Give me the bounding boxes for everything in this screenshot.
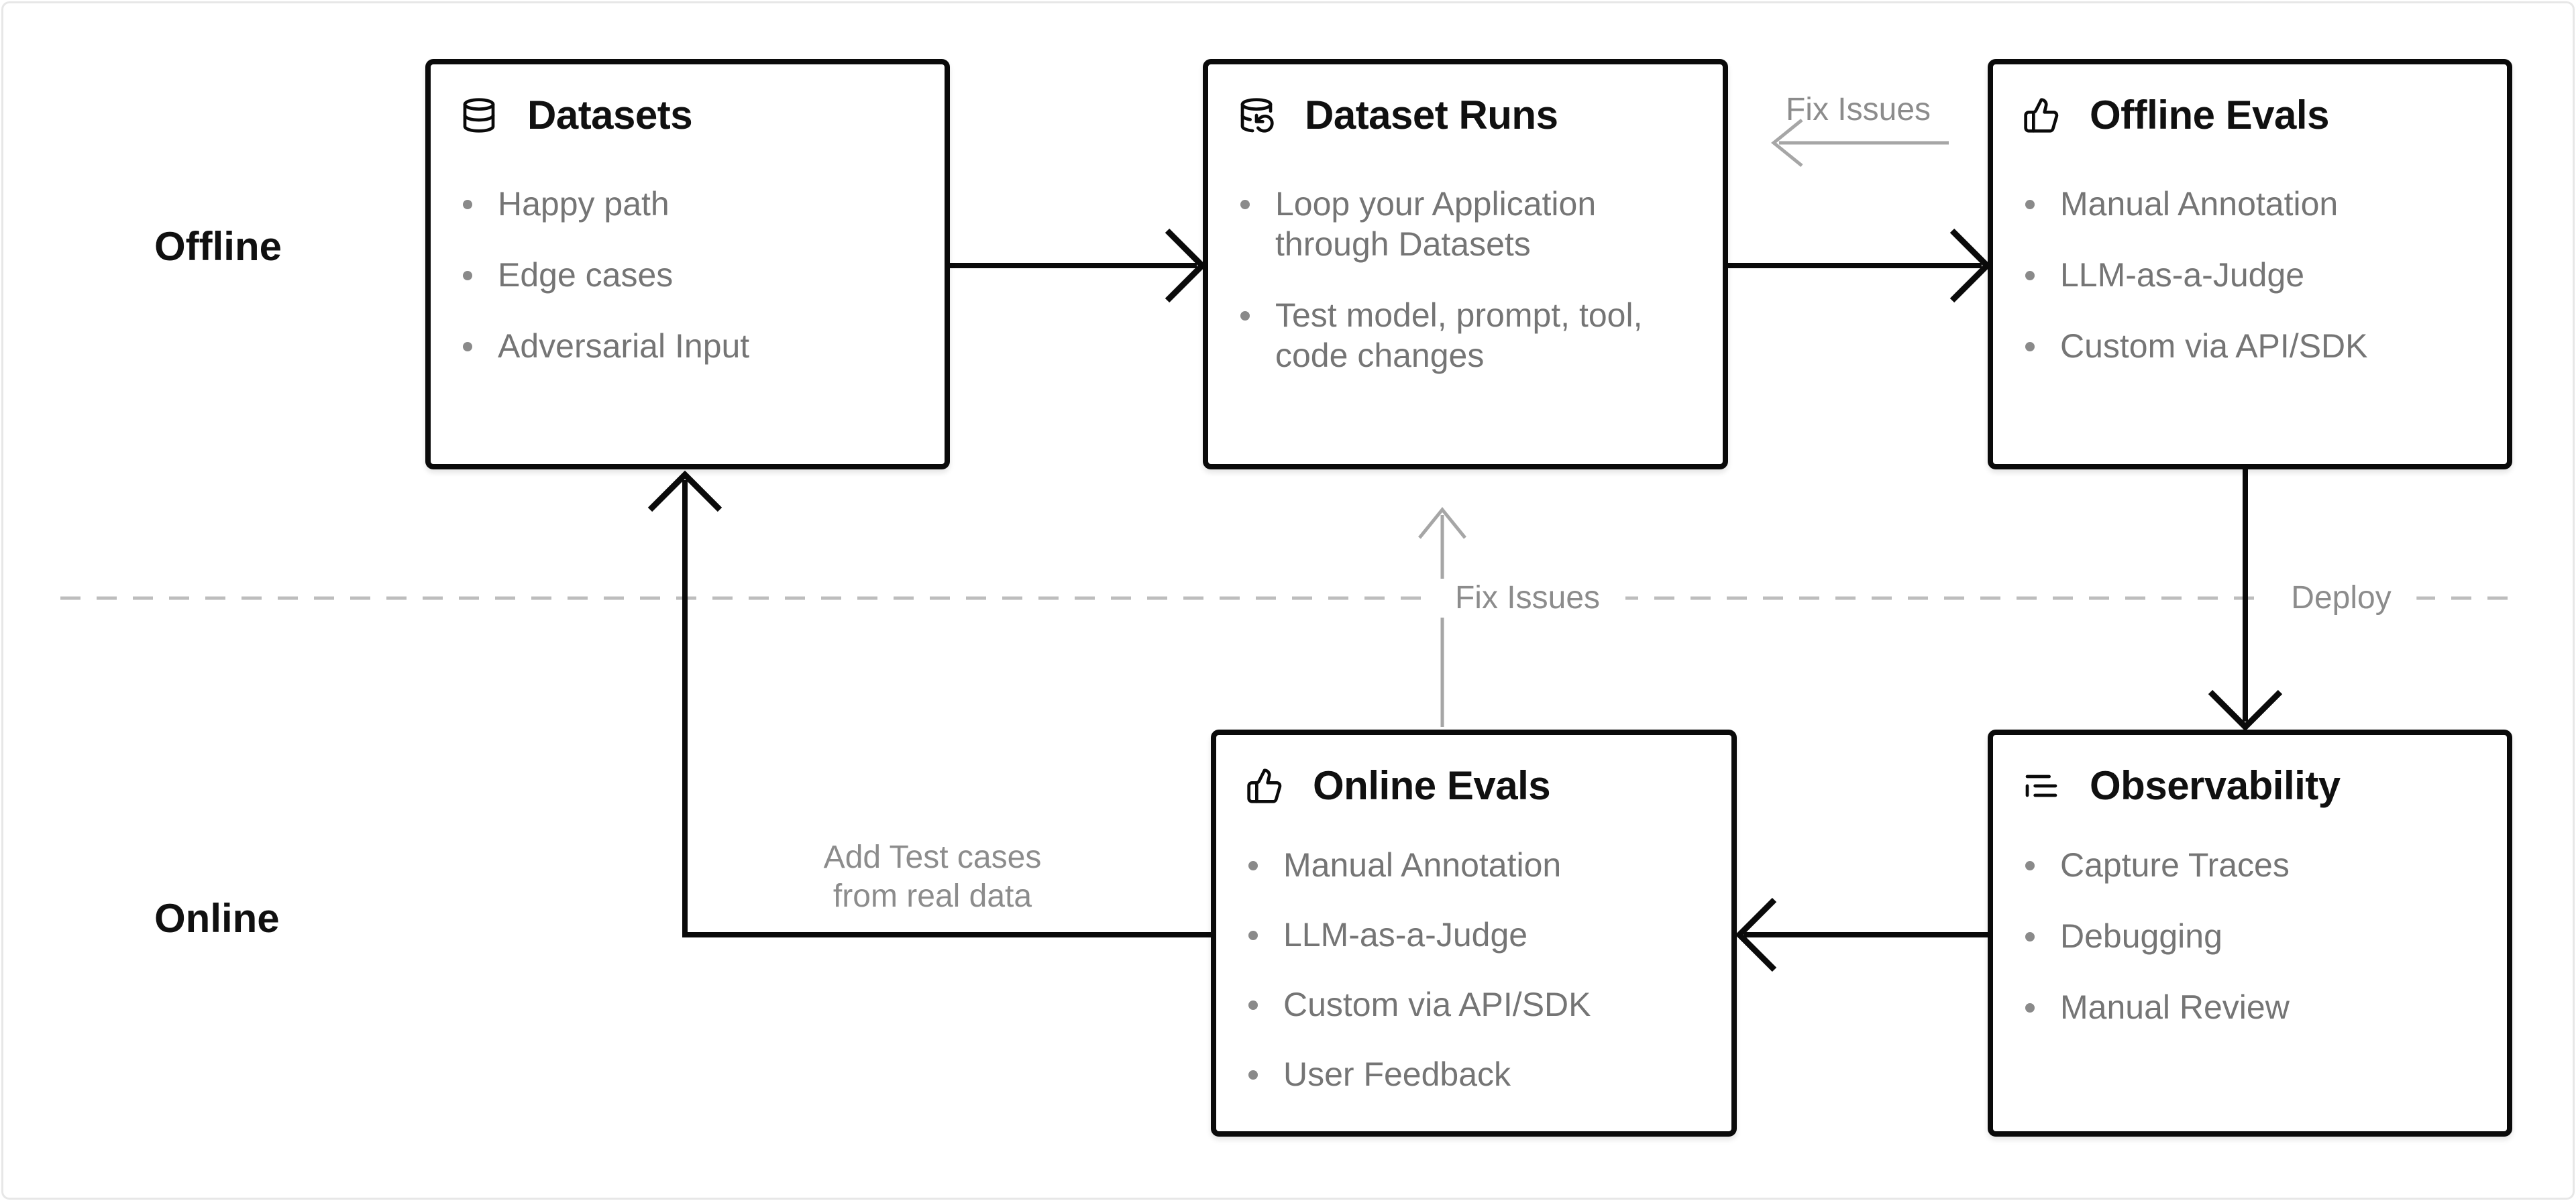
arrowhead-right-icon	[1165, 228, 1207, 303]
add-test-cases-line1: Add Test cases	[823, 840, 1042, 875]
list-item: Happy path	[431, 184, 918, 224]
list-item: Custom via API/SDK	[1216, 984, 1705, 1025]
dataset-runs-header: Dataset Runs	[1238, 94, 1723, 137]
arrowhead-left-icon	[1735, 897, 1777, 972]
arrowhead-up-icon	[1418, 507, 1466, 539]
arrowhead-up-icon	[647, 470, 722, 512]
datasets-box: Datasets Happy path Edge cases Adversari…	[425, 59, 950, 469]
database-backup-icon	[1240, 98, 1274, 133]
arrow-online-evals-to-datasets	[682, 480, 1211, 937]
arrowhead-left-icon	[1771, 119, 1803, 167]
datasets-title: Datasets	[527, 93, 693, 137]
list-item: Manual Review	[1993, 987, 2480, 1027]
offline-evals-list: Manual Annotation LLM-as-a-Judge Custom …	[1993, 184, 2507, 366]
online-evals-title: Online Evals	[1313, 763, 1551, 808]
list-item: LLM-as-a-Judge	[1993, 255, 2480, 295]
add-test-cases-line2: from real data	[833, 878, 1032, 914]
arrowhead-right-icon	[1949, 228, 1992, 303]
arrowhead-down-icon	[2208, 689, 2283, 732]
list-item: Edge cases	[431, 255, 918, 295]
list-item: Manual Annotation	[1216, 845, 1705, 885]
list-item: Custom via API/SDK	[1993, 326, 2480, 366]
online-evals-box: Online Evals Manual Annotation LLM-as-a-…	[1211, 730, 1737, 1137]
thumbs-up-icon	[2024, 98, 2059, 133]
database-icon	[463, 98, 495, 133]
online-evals-header: Online Evals	[1246, 764, 1731, 807]
list-item: Debugging	[1993, 916, 2480, 956]
deploy-label: Deploy	[2265, 579, 2417, 618]
observability-header: Observability	[2023, 764, 2507, 807]
online-section-label: Online	[154, 896, 280, 941]
observability-list: Capture Traces Debugging Manual Review	[1993, 845, 2507, 1027]
thumbs-up-icon	[1247, 768, 1282, 803]
fix-issues-middle-label: Fix Issues	[1429, 579, 1626, 618]
observability-box: Observability Capture Traces Debugging M…	[1988, 730, 2512, 1137]
list-item: LLM-as-a-Judge	[1216, 915, 1705, 955]
offline-evals-title: Offline Evals	[2090, 93, 2329, 137]
offline-evals-box: Offline Evals Manual Annotation LLM-as-a…	[1988, 59, 2512, 469]
list-item: Test model, prompt, tool, code changes	[1208, 295, 1678, 376]
observability-title: Observability	[2090, 763, 2341, 808]
online-evals-list: Manual Annotation LLM-as-a-Judge Custom …	[1216, 845, 1731, 1094]
list-item: Capture Traces	[1993, 845, 2480, 885]
dataset-runs-list: Loop your Application through Datasets T…	[1208, 184, 1723, 376]
add-test-cases-label: Add Test cases from real data	[824, 838, 1042, 916]
dataset-runs-box: Dataset Runs Loop your Application throu…	[1203, 59, 1728, 469]
list-item: Loop your Application through Datasets	[1208, 184, 1651, 264]
datasets-list: Happy path Edge cases Adversarial Input	[431, 184, 945, 366]
offline-section-label: Offline	[154, 224, 282, 269]
list-item: Manual Annotation	[1993, 184, 2480, 224]
dataset-runs-title: Dataset Runs	[1305, 93, 1558, 137]
list-item: Adversarial Input	[431, 326, 918, 366]
list-item: User Feedback	[1216, 1054, 1705, 1094]
fix-issues-top-label: Fix Issues	[1785, 92, 1931, 127]
logs-icon	[2025, 775, 2057, 797]
offline-evals-header: Offline Evals	[2023, 94, 2507, 137]
datasets-header: Datasets	[460, 94, 945, 137]
